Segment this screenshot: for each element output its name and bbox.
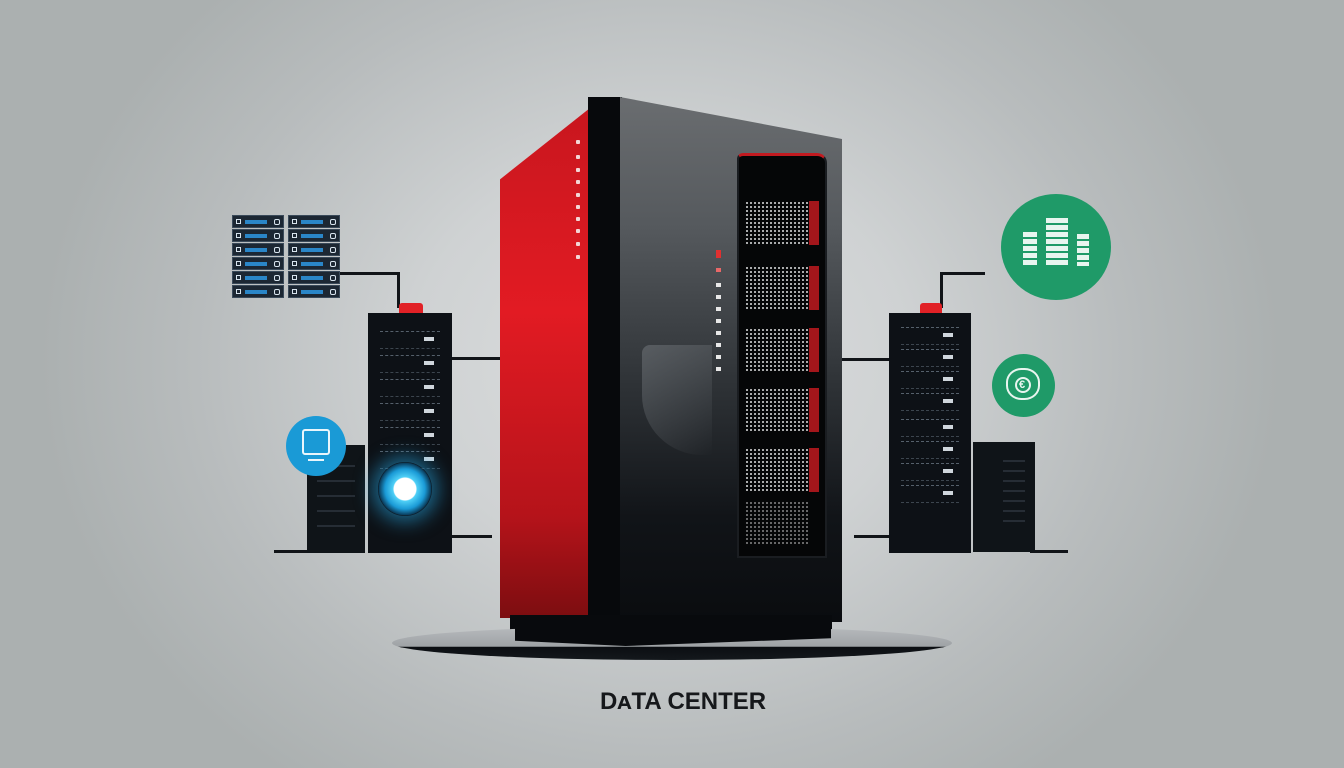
connector-line [940,272,943,308]
connector-line [450,535,492,538]
status-led [716,268,721,272]
status-led [576,217,580,221]
connector-line [397,272,400,308]
connector-line [450,357,500,360]
connector-line [854,535,890,538]
connector-line [1030,550,1068,553]
cabinet-window [737,153,827,558]
network-globe-icon [378,462,432,516]
status-led [576,140,580,144]
status-led [716,295,721,299]
caption-title: DᴀTA CENTER [600,688,767,715]
status-led [716,331,721,335]
status-led [576,242,580,246]
tower-server-right [973,442,1035,552]
status-led [716,343,721,347]
connector-line [274,550,314,553]
status-led [716,283,721,287]
power-led [716,250,721,258]
status-led [576,229,580,233]
status-led [716,355,721,359]
connector-line [340,272,400,275]
server-rack-left [368,313,452,553]
status-led [716,319,721,323]
alarm-light [920,303,942,313]
status-led [716,307,721,311]
status-led [576,255,580,259]
status-led [576,155,580,159]
status-led [576,180,580,184]
euro-cloud-icon: € [992,354,1055,417]
connector-line [842,358,890,361]
status-led [716,367,721,371]
status-led [576,205,580,209]
server-cabinet-edge [588,97,622,622]
alarm-light [399,303,423,313]
server-rack-right [889,313,971,553]
control-panel-grid [232,215,342,298]
status-led [576,168,580,172]
server-cabinet-side [500,108,590,618]
status-led [576,193,580,197]
connector-line [940,272,985,275]
building-chart-icon [1001,194,1111,300]
monitor-badge-icon [286,416,346,476]
